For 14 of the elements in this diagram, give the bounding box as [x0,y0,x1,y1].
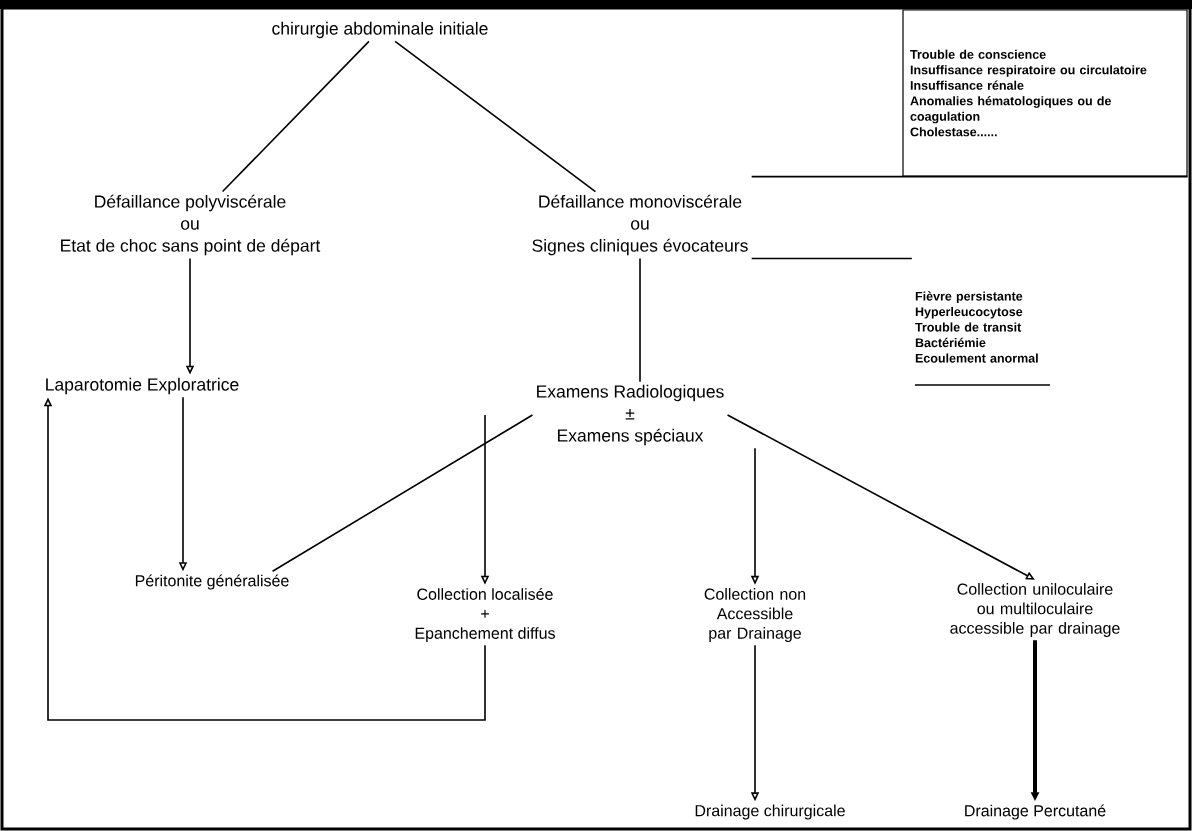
flow-text: chirurgie abdominale initiale [272,21,488,39]
flow-text: Drainage chirurgicale [695,804,845,820]
flow-text: Examens Radiologiques ± Examens spéciaux [537,384,724,446]
flow-text: Collection uniloculaire ou multiloculaire accessible par drainage [950,583,1120,637]
arrow [726,414,1035,580]
flow-text: Collection localisée + Epanchement diffus [415,587,555,643]
flow-text: Drainage Percutané [965,804,1106,820]
flow-text: Péritonite généralisée [135,574,289,590]
flow-text: Fièvre persistante Hyperleucocytose Trouble de transit Bactériémie Ecoulement anormal [915,291,1038,363]
criteria-box: Trouble de conscience Insuffisance respiratoire ou circulatoire Insuffisance rénale Anomalies hématologiques ou de coagulation Cholestase...... [902,9,1188,177]
flow-text: Défaillance monoviscérale ou Signes cliniques évocateurs [532,194,748,256]
flow-text: Collection non Accessible par Drainage [704,588,806,642]
flow-text: Défaillance polyviscérale ou Etat de choc sans point de départ [61,194,321,256]
flow-text: Laparotomie Exploratrice [46,377,239,395]
